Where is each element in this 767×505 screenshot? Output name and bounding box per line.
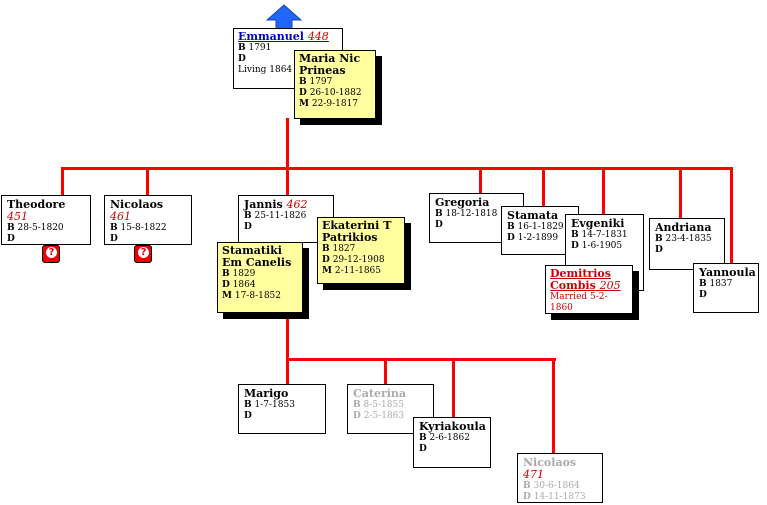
connector-line (286, 358, 289, 385)
spouse-name: Stamatiki Em Canelis (222, 244, 292, 269)
person-name: Kyriakoula (419, 420, 486, 433)
person-card-yannoula[interactable]: Yannoula B 1837 D (693, 263, 759, 313)
person-name: Jannis 462 (244, 198, 308, 211)
person-name: Nicolaos 461 (110, 198, 164, 223)
connector-line (552, 358, 555, 454)
person-card-nicolaos-471[interactable]: Nicolaos 471 B 30-6-1864 D 14-11-1873 (517, 453, 603, 503)
spouse-card-demitrios[interactable]: Demitrios Combis 205 Married 5-2-1860 (545, 265, 633, 314)
person-card-andriana[interactable]: Andriana B 23-4-1835 D (649, 218, 725, 270)
connector-line (542, 167, 545, 208)
spouse-name[interactable]: Demitrios Combis 205 (550, 267, 621, 292)
connector-line (146, 167, 149, 197)
connector-line (384, 358, 387, 385)
person-name: Marigo (244, 387, 289, 400)
grandchild-bar (286, 358, 556, 361)
connector-line (679, 167, 682, 219)
spouse-card-stamatiki[interactable]: Stamatiki Em Canelis B 1829 D 1864 M 17-… (217, 242, 303, 313)
connector-line (286, 313, 289, 360)
person-card-marigo[interactable]: Marigo B 1-7-1853 D (238, 384, 326, 434)
connector-line (286, 118, 289, 168)
spouse-name: Ekaterini T Patrikios (322, 219, 392, 244)
person-name: Andriana (655, 221, 712, 234)
person-name: Evgeniki (571, 217, 625, 230)
person-name: Nicolaos 471 (523, 456, 577, 481)
connector-line (479, 167, 482, 194)
person-name[interactable]: Emmanuel 448 (238, 30, 329, 43)
person-name: Caterina (353, 387, 407, 400)
connector-line (286, 167, 289, 197)
person-name: Gregoria (435, 196, 490, 209)
marriage-date: Married 5-2-1860 (550, 292, 608, 313)
question-icon[interactable]: ? (134, 245, 152, 263)
connector-line (730, 167, 733, 264)
person-card-nicolaos[interactable]: Nicolaos 461 B 15-8-1822 D (104, 195, 192, 245)
living-note: Living 1864 (238, 65, 293, 75)
person-name: Stamata (507, 209, 559, 222)
connector-line (602, 167, 605, 215)
question-icon[interactable]: ? (42, 245, 60, 263)
spouse-card-ekaterini[interactable]: Ekaterini T Patrikios B 1827 D 29-12-190… (317, 217, 405, 284)
sibling-bar (61, 167, 733, 170)
connector-line (61, 167, 64, 197)
person-card-kyriakoula[interactable]: Kyriakoula B 2-6-1862 D (413, 417, 491, 468)
person-name: Theodore 451 (7, 198, 66, 223)
up-arrow-icon[interactable] (266, 4, 302, 30)
person-name: Yannoula (699, 266, 756, 279)
spouse-name: Maria Nic Prineas (299, 52, 361, 77)
spouse-card-maria[interactable]: Maria Nic Prineas B 1797 D 26-10-1882 M … (294, 50, 376, 119)
person-card-theodore[interactable]: Theodore 451 B 28-5-1820 D (1, 195, 91, 245)
connector-line (452, 358, 455, 418)
